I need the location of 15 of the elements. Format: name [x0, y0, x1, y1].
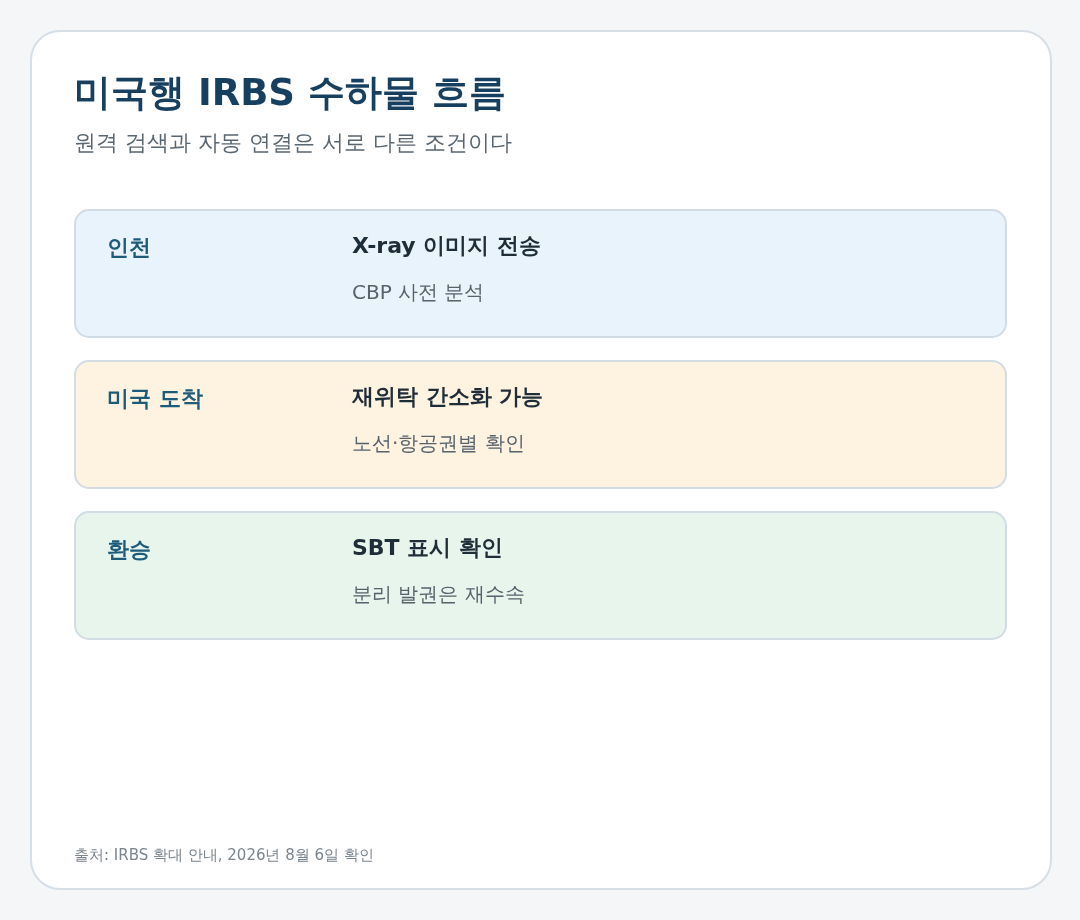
- title: 미국행 IRBS 수하물 흐름: [74, 70, 506, 116]
- stage-label: 인천: [107, 234, 151, 262]
- subtitle: 원격 검색과 자동 연결은 서로 다른 조건이다: [74, 129, 512, 157]
- stage-label: 미국 도착: [107, 385, 203, 413]
- step-heading: 재위탁 간소화 가능: [352, 383, 544, 411]
- step-note: 노선·항공권별 확인: [352, 430, 525, 457]
- step-note: 분리 발권은 재수속: [352, 581, 525, 608]
- stage-box: [74, 511, 1007, 640]
- stage-label: 환승: [107, 536, 151, 564]
- step-heading: X-ray 이미지 전송: [352, 232, 541, 260]
- step-note: CBP 사전 분석: [352, 279, 485, 306]
- stage-box: [74, 209, 1007, 338]
- source-note: 출처: IRBS 확대 안내, 2026년 8월 6일 확인: [74, 845, 374, 866]
- step-heading: SBT 표시 확인: [352, 534, 503, 562]
- stage-box: [74, 360, 1007, 489]
